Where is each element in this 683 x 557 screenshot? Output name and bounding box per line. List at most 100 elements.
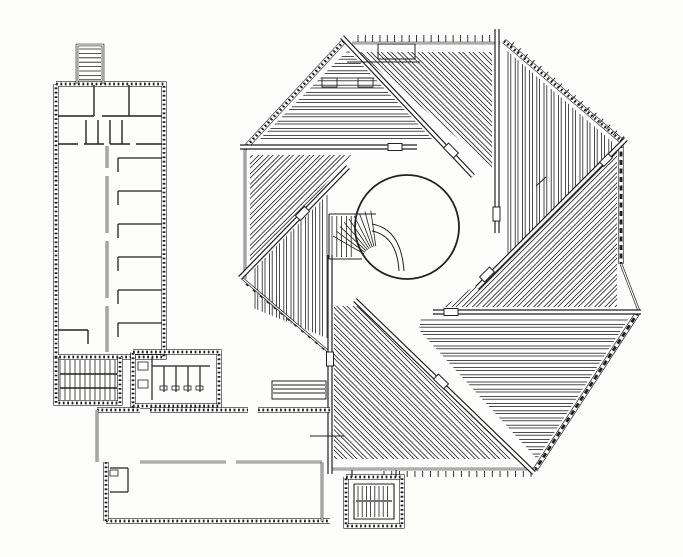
facade-northeast-window-ticks [619, 136, 625, 142]
facade-northeast-window-ticks [592, 112, 597, 118]
fan-stair-radial-treads [353, 215, 371, 248]
classroom-ne-desk-rows-bar [531, 48, 538, 257]
classroom-ne-desk-rows-bar [539, 48, 545, 257]
door-marker [387, 143, 403, 151]
rotunda-ramp-outer [371, 223, 405, 272]
classroom-w-desk-rows-bar [250, 155, 346, 258]
classroom-s-desk-rows-bar [334, 352, 457, 459]
door-marker [598, 152, 614, 168]
classroom-e-desk-rows-bar [449, 151, 617, 307]
facade-northeast-window-ticks [557, 83, 563, 89]
classroom-ne-desk-rows-bar [517, 48, 523, 257]
classroom-s-desk-rows [334, 306, 519, 459]
north-vestibule [377, 43, 416, 60]
classroom-n-desk-rows-bar [364, 52, 492, 168]
table-block [321, 77, 338, 88]
classroom-se-desk-rows-bar [419, 355, 629, 361]
fan-stair-radial-treads [339, 226, 367, 252]
facade-northeast-window-ticks [612, 130, 618, 136]
classroom-w-desk-rows-bar [250, 155, 341, 253]
classroom-nw-desk-rows-bar [258, 116, 434, 122]
classroom-s-desk-rows-bar [334, 368, 441, 459]
classroom-se-desk-rows-bar [419, 420, 629, 426]
classroom-n-desk-rows-bar [395, 52, 492, 140]
wc-fixture [171, 385, 180, 391]
classroom-se-desk-rows-bar [419, 405, 629, 412]
classroom-s-desk-rows-bar [334, 306, 508, 459]
classroom-s-desk-rows-bar [334, 322, 487, 459]
facade-southeast-window-wall [533, 310, 641, 471]
table-block [357, 77, 374, 88]
fan-stair-radial-treads [343, 222, 368, 251]
classroom-n-desk-rows-bar [374, 52, 492, 161]
classroom-se-desk-rows-bar [419, 434, 629, 441]
facade-northeast-window-ticks [544, 71, 549, 77]
classroom-se-desk-rows-bar [419, 362, 629, 369]
classroom-e-desk-rows-bar [470, 169, 617, 307]
classroom-se-desk-rows-bar [419, 369, 629, 376]
facade-northeast-window-ticks [530, 59, 535, 65]
wc-fixture [159, 385, 168, 391]
door-marker [326, 351, 334, 367]
classroom-nw-desk-rows-bar [258, 66, 434, 72]
facade-northeast-window-ticks [509, 42, 515, 48]
classroom-s-desk-rows-bar [334, 357, 452, 459]
facade-northeast-window-ticks [605, 124, 611, 130]
classroom-nw-desk-rows-bar [258, 87, 434, 93]
west-wing [53, 43, 222, 409]
roof-stair-enclosure [76, 44, 104, 84]
classroom-w-desk-rows-bar [250, 155, 310, 223]
door-marker [443, 308, 459, 316]
classroom-nw-desk-rows-bar [258, 73, 434, 79]
classroom-sw-desk-rows-bar [322, 193, 328, 339]
facade-northwest [242, 39, 346, 151]
classroom-s-desk-rows-bar [334, 347, 462, 459]
toilet-block-wall [131, 350, 221, 408]
classroom-s-desk-rows-bar [334, 362, 447, 459]
classroom-e-desk-rows-bar [500, 199, 617, 307]
fan-stair-radial-treads [348, 218, 370, 249]
facade-northeast-window-ticks [564, 89, 570, 95]
classroom-nw-desk-rows-bar [258, 102, 434, 108]
classroom-sw-desk-rows-bar [300, 193, 306, 339]
classroom-n-desk-rows-bar [385, 52, 492, 150]
classroom-e-desk-rows-bar [465, 164, 617, 307]
classroom-e-desk-rows-bar [505, 204, 617, 307]
classroom-se-desk-rows-bar [419, 413, 629, 419]
door-marker [478, 266, 496, 283]
wc-fixture [137, 361, 149, 371]
classroom-w-desk-rows-bar [250, 155, 331, 243]
classroom-e-desk-rows-bar [480, 179, 617, 307]
classroom-e-desk-rows-bar [495, 194, 617, 307]
classroom-e-desk-rows-bar [459, 158, 617, 307]
classroom-n-desk-rows-bar [405, 52, 492, 130]
wc-fixture [183, 385, 192, 391]
rotunda-ramp-inner [371, 230, 400, 272]
classroom-nw-desk-rows-bar [258, 80, 434, 86]
door-marker [442, 142, 460, 159]
classroom-se-desk-rows-bar [419, 398, 629, 405]
classroom-w-desk-rows-bar [250, 155, 321, 233]
entrance-steps [271, 380, 327, 400]
classroom-ne-desk-rows-bar [546, 48, 552, 257]
classroom-nw-desk-rows-bar [258, 109, 434, 115]
classroom-s-desk-rows-bar [334, 306, 503, 459]
fan-stair-radial-treads [370, 210, 377, 247]
classroom-ne-desk-rows-bar [504, 48, 509, 257]
facade-northeast-window-ticks [523, 53, 528, 60]
classroom-e-desk-rows-bar [515, 214, 617, 307]
facade-northeast-window-ticks [585, 106, 590, 112]
classroom-se-desk-rows-bar [419, 319, 629, 325]
partition-southwest-diagonal [238, 166, 350, 279]
classroom-n-desk-rows-bar [410, 52, 492, 125]
classroom-nw-desk-rows-bar [258, 58, 434, 65]
classroom-s-desk-rows-bar [334, 327, 482, 459]
classroom-ne-desk-rows-bar [510, 48, 516, 257]
classroom-e-desk-rows-bar [510, 209, 617, 307]
store-fixture [109, 469, 119, 477]
classroom-se-desk-rows [419, 319, 629, 459]
classroom-e-desk-rows-bar [490, 189, 617, 307]
west-wing-outer-wall [54, 82, 166, 359]
classroom-w-desk-rows-bar [250, 155, 336, 248]
